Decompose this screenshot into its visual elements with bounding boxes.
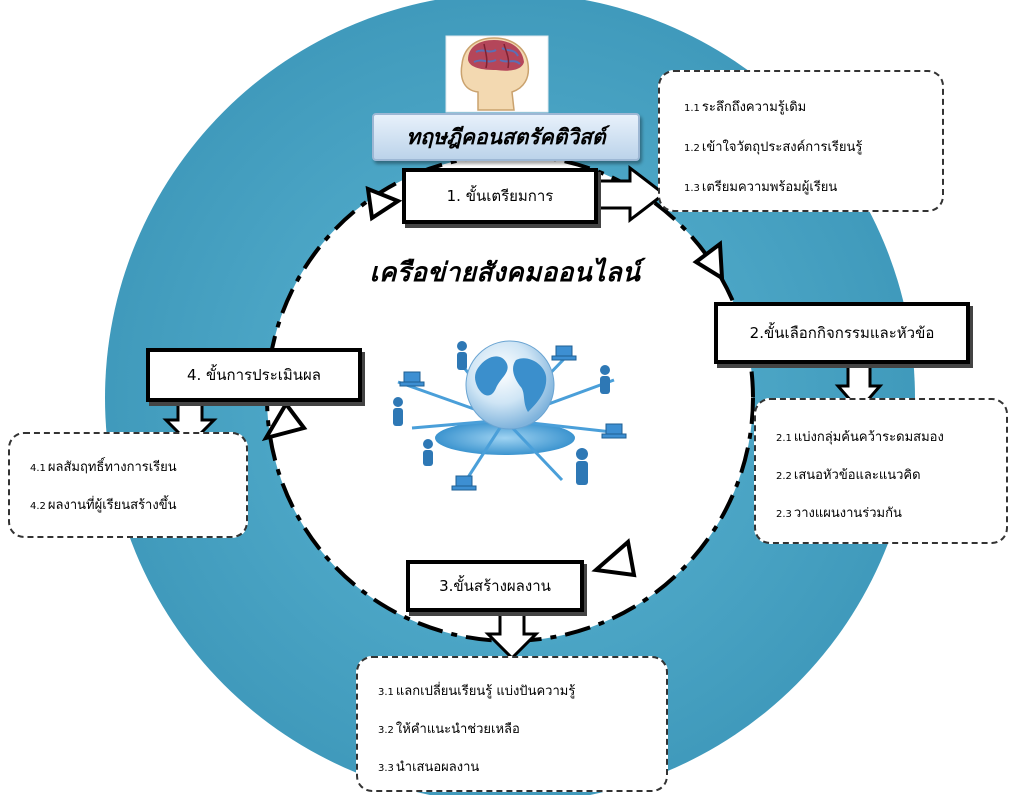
step-3-box: 3.ขั้นสร้างผลงาน [406,560,584,612]
arrow-step1-right [596,164,667,224]
theory-title-banner: ทฤษฎีคอนสตรัคติวิสต์ [372,113,640,161]
theory-title: ทฤษฎีคอนสตรัคติวิสต์ [406,124,606,149]
cycle-arrow-bottom-right [591,538,637,578]
step-3-label: 3.ขั้นสร้างผลงาน [439,577,551,595]
step-4-box: 4. ขั้นการประเมินผล [146,348,362,402]
center-title: เครือข่ายสังคมออนไลน์ [369,258,641,288]
step-1-box: 1. ขั้นเตรียมการ [402,168,598,224]
step-2-box: 2.ขั้นเลือกกิจกรรมและหัวข้อ [714,302,970,364]
cycle-arrow-left [261,400,308,442]
arrow-step3-down [484,610,540,661]
step-2-label: 2.ขั้นเลือกกิจกรรมและหัวข้อ [749,324,935,342]
cycle-arrow-top-left [365,185,403,222]
brain-head-icon [445,35,549,113]
cycle-arrow-right [692,240,725,282]
network-globe-icon [393,340,627,491]
step-1-label: 1. ขั้นเตรียมการ [446,187,554,205]
step-4-label: 4. ขั้นการประเมินผล [186,366,322,384]
